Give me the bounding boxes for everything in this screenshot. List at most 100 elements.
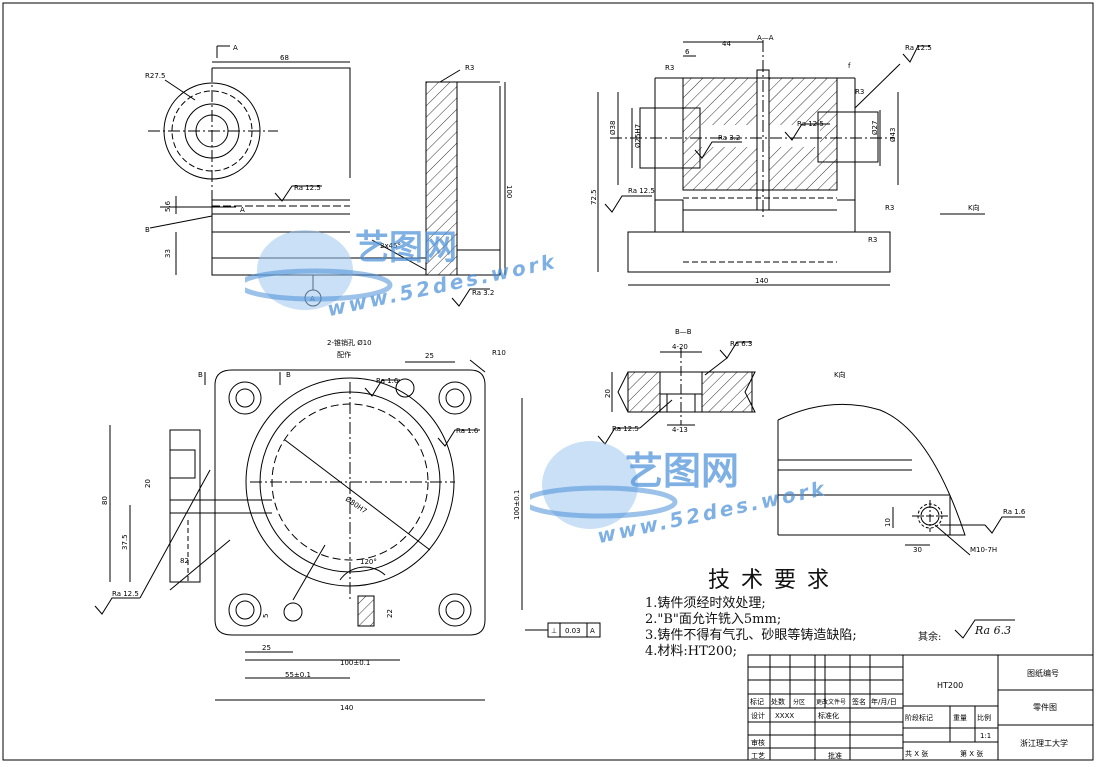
top-dim-80: 80 bbox=[101, 496, 109, 505]
aa-dim-total: 140 bbox=[755, 277, 768, 285]
other-label: 其余: bbox=[918, 632, 942, 643]
front-section-a: A bbox=[233, 44, 238, 52]
other-ra-symbol bbox=[954, 619, 1015, 639]
bb-ra-125: Ra 12.5 bbox=[612, 425, 639, 433]
aa-dia-43: Ø43 bbox=[889, 128, 897, 142]
other-ra: Ra 6.3 bbox=[975, 624, 1012, 637]
aa-k-view: K向 bbox=[968, 203, 980, 212]
tb-drawing-no: 图纸编号 bbox=[1027, 668, 1059, 678]
tol-value: 0.03 bbox=[565, 627, 581, 635]
tb-h-count: 处数 bbox=[771, 697, 785, 706]
top-dim-25b: 25 bbox=[262, 644, 271, 652]
annotation-texts: A 68 100 33 5.6 R27.5 R3 Ra 12.5 Ra 3.2 … bbox=[101, 34, 1026, 712]
aa-dim-6: 6 bbox=[685, 48, 690, 56]
tb-scale-value: 1:1 bbox=[980, 732, 991, 740]
tb-h-date: 年/月/日 bbox=[871, 697, 897, 706]
title-block-texts: HT200 图纸编号 零件图 浙江理工大学 标记 处数 分区 更改文件号 签名 … bbox=[750, 668, 1068, 760]
tb-h-file: 更改文件号 bbox=[816, 698, 846, 706]
tech-item: 1.铸件须经时效处理; bbox=[645, 596, 766, 611]
top-dim-55: 55±0.1 bbox=[285, 671, 311, 679]
aa-r3b: R3 bbox=[855, 88, 864, 96]
front-chamfer: 2x45° bbox=[380, 242, 401, 250]
k-title: K向 bbox=[834, 370, 846, 379]
top-dim-82: 82 bbox=[180, 557, 189, 565]
aa-ra-bore: Ra 12.5 bbox=[797, 120, 824, 128]
front-radius: R27.5 bbox=[145, 72, 165, 80]
front-dim-top: 68 bbox=[280, 54, 289, 62]
top-dim-25: 25 bbox=[425, 352, 434, 360]
tol-datum: A bbox=[590, 627, 595, 635]
top-hole-label: 2-锥销孔 Ø10 bbox=[327, 338, 372, 347]
front-dim-base: 33 bbox=[164, 249, 172, 258]
aa-dia-38: Ø38 bbox=[609, 121, 617, 135]
front-radius-corner: R3 bbox=[465, 64, 474, 72]
bb-dim-4-20: 4-20 bbox=[672, 343, 688, 351]
tb-design: 设计 bbox=[751, 711, 765, 720]
tech-title: 技 术 要 求 bbox=[708, 568, 831, 593]
bb-dim-4-13: 4-13 bbox=[672, 426, 688, 434]
tb-part: 零件图 bbox=[1033, 702, 1057, 712]
front-datum-a: A bbox=[240, 206, 245, 214]
aa-ra-left: Ra 12.5 bbox=[628, 187, 655, 195]
top-mark-b2: B bbox=[286, 371, 291, 379]
aa-title: A—A bbox=[757, 34, 774, 42]
k-dim-10: 10 bbox=[884, 518, 892, 527]
top-dim-140: 140 bbox=[340, 704, 353, 712]
front-ra-foot: Ra 3.2 bbox=[472, 289, 494, 297]
tb-material: HT200 bbox=[937, 681, 963, 690]
section-aa-view bbox=[597, 40, 985, 286]
tb-scale: 比例 bbox=[977, 713, 991, 722]
aa-ra-inner: Ra 3.2 bbox=[718, 134, 740, 142]
title-block bbox=[747, 654, 1094, 761]
bb-title: B—B bbox=[675, 328, 692, 336]
k-dim-30: 30 bbox=[913, 546, 922, 554]
tb-sheets: 共 X 张 bbox=[905, 749, 928, 758]
tb-approve: 批准 bbox=[828, 751, 842, 760]
tb-sheet-no: 第 X 张 bbox=[960, 749, 983, 758]
bb-dim-20: 20 bbox=[604, 389, 612, 398]
front-plane-b: B bbox=[145, 226, 150, 234]
tech-list: 1.铸件须经时效处理; 2."B"面允许铣入5mm; 3.铸件不得有气孔、砂眼等… bbox=[645, 596, 857, 660]
top-view bbox=[94, 359, 601, 701]
top-hole-label2: 配作 bbox=[337, 350, 351, 359]
tech-item: 2."B"面允许铣入5mm; bbox=[645, 612, 782, 627]
aa-dia-27: Ø27 bbox=[871, 121, 879, 135]
tb-stage: 阶段标记 bbox=[905, 713, 933, 722]
front-view bbox=[148, 45, 506, 307]
top-dim-100b: 100±0.1 bbox=[340, 659, 370, 667]
tb-h-sign: 签名 bbox=[852, 697, 866, 706]
top-dim-375: 37.5 bbox=[121, 534, 129, 550]
top-ra-125: Ra 12.5 bbox=[112, 590, 139, 598]
aa-r3a: R3 bbox=[665, 64, 674, 72]
front-dim-height: 100 bbox=[505, 185, 513, 198]
tol-symbol: ⊥ bbox=[551, 627, 557, 635]
top-bore: Ø80H7 bbox=[344, 495, 368, 515]
tb-school: 浙江理工大学 bbox=[1020, 738, 1068, 748]
tech-item: 4.材料:HT200; bbox=[645, 644, 737, 659]
tb-process: 工艺 bbox=[751, 752, 765, 760]
k-view bbox=[777, 403, 1025, 556]
tech-item: 3.铸件不得有气孔、砂眼等铸造缺陷; bbox=[645, 628, 857, 643]
top-ra-16a: Ra 1.6 bbox=[376, 377, 399, 385]
aa-dia-25: Ø25H7 bbox=[634, 124, 642, 148]
top-ra-16b: Ra 1.6 bbox=[456, 427, 479, 435]
front-dim-step: 5.6 bbox=[164, 200, 172, 212]
top-dim-5: 5 bbox=[262, 614, 270, 618]
aa-r3c: R3 bbox=[885, 204, 894, 212]
aa-r3d: R3 bbox=[868, 236, 877, 244]
tb-design-name: XXXX bbox=[775, 712, 794, 720]
k-ra-16: Ra 1.6 bbox=[1003, 508, 1026, 516]
tb-review: 审核 bbox=[751, 738, 765, 747]
front-detail-a: A bbox=[310, 295, 315, 303]
aa-ra-top: Ra 12.5 bbox=[905, 44, 932, 52]
tb-weight: 重量 bbox=[953, 714, 967, 722]
aa-dim-h: 72.5 bbox=[590, 189, 598, 205]
tb-h-zone: 分区 bbox=[793, 698, 805, 706]
tb-h-mark: 标记 bbox=[750, 697, 764, 706]
top-r10: R10 bbox=[492, 349, 506, 357]
top-mark-b1: B bbox=[198, 371, 203, 379]
tb-std: 标准化 bbox=[818, 711, 839, 720]
